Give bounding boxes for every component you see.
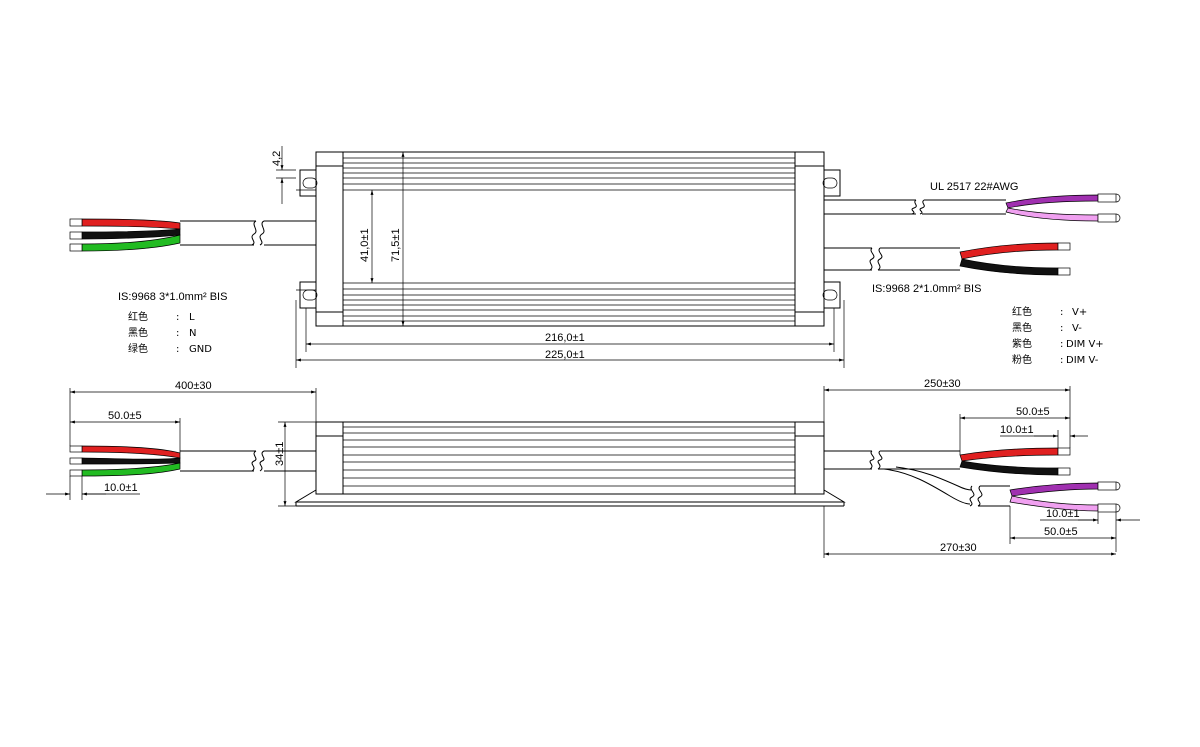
flange-top-right	[824, 169, 841, 197]
svg-text::: :	[1060, 307, 1063, 318]
mount-slot	[302, 177, 318, 189]
svg-text::: :	[1060, 339, 1063, 350]
input-wire-black	[81, 228, 181, 240]
dim-cable-jacket	[824, 199, 916, 215]
dim-mount-hole: 4,2	[271, 151, 283, 166]
dim-height: 71,5±1	[390, 228, 402, 262]
cable-break-symbol	[259, 220, 265, 246]
output-wire-red	[959, 242, 1059, 260]
dim-input-strip: 50.0±5	[108, 410, 142, 422]
legend-color: 绿色	[128, 342, 148, 355]
dim-dim-cable: 270±30	[940, 542, 977, 554]
legend-color: 紫色	[1012, 337, 1032, 350]
side-view: 400±30 50.0±5 10.0±1 34±1 250±30 50.0±5 …	[46, 378, 1140, 558]
dim-input-cable: 400±30	[175, 380, 212, 392]
housing-profile	[342, 151, 796, 327]
end-cap-top-right	[794, 151, 825, 167]
legend-signal: V-	[1072, 323, 1082, 334]
dim-output-tin: 10.0±1	[1000, 424, 1034, 436]
dim-cable-spec: UL 2517 22#AWG	[930, 181, 1018, 193]
flange-bottom-right	[824, 281, 841, 309]
input-cable-jacket-outer	[180, 220, 256, 246]
base-plate	[294, 489, 846, 503]
svg-text::: :	[1060, 355, 1063, 366]
legend-signal: DIM V+	[1066, 339, 1104, 350]
end-cap-bottom-left	[315, 311, 344, 327]
dim-length: 225,0±1	[545, 349, 585, 361]
legend-signal: N	[189, 328, 196, 339]
dim-input-tin: 10.0±1	[104, 482, 138, 494]
input-legend: 红色 : L 黑色 : N 绿色 : GND	[128, 310, 212, 355]
output-wire-black	[959, 258, 1059, 276]
svg-text::: :	[176, 344, 179, 355]
input-wire-red	[81, 218, 181, 230]
dim-dim-tin: 10.0±1	[1046, 508, 1080, 520]
mount-slot	[822, 177, 838, 189]
output-legend: 红色 : V+ 黑色 : V- 紫色 : DIM V+ 粉色 : DIM V-	[1012, 305, 1104, 366]
heatsink-fins-side	[343, 426, 795, 487]
legend-signal: GND	[189, 344, 212, 355]
flange-bottom-left	[299, 281, 316, 309]
dim-depth: 34±1	[274, 442, 286, 466]
dim-output-cable: 250±30	[924, 378, 961, 390]
legend-signal: DIM V-	[1066, 355, 1099, 366]
legend-color: 红色	[128, 310, 148, 323]
dim-inner-length: 216,0±1	[545, 332, 585, 344]
legend-color: 粉色	[1012, 353, 1032, 366]
svg-text::: :	[176, 312, 179, 323]
end-cap-top-left	[315, 151, 344, 167]
input-cable-spec: IS:9968 3*1.0mm² BIS	[118, 291, 227, 303]
output-cable-jacket	[824, 247, 872, 271]
dim-inner-height: 41,0±1	[359, 228, 371, 262]
dim-dim-strip: 50.0±5	[1044, 526, 1078, 538]
legend-signal: L	[189, 312, 195, 323]
legend-color: 黑色	[128, 326, 148, 339]
svg-text::: :	[176, 328, 179, 339]
mount-slot	[822, 289, 838, 301]
legend-color: 黑色	[1012, 321, 1032, 334]
legend-color: 红色	[1012, 305, 1032, 318]
heatsink-fins-bottom	[343, 282, 795, 322]
svg-text::: :	[1060, 323, 1063, 334]
heatsink-fins-top	[343, 157, 795, 191]
top-view: 4,2 41,0±1 71,5±1 216,0±1 225,0±1 IS:996…	[69, 146, 1121, 368]
legend-signal: V+	[1072, 307, 1087, 318]
output-cable-spec: IS:9968 2*1.0mm² BIS	[872, 283, 981, 295]
end-cap-bottom-right	[794, 311, 825, 327]
input-cable-jacket	[264, 220, 316, 246]
dim-output-strip: 50.0±5	[1016, 406, 1050, 418]
mount-slot	[302, 289, 318, 301]
dim-wire-purple	[1005, 194, 1099, 209]
flange-top-left	[299, 169, 316, 197]
dim-wire-pink	[1005, 207, 1099, 222]
